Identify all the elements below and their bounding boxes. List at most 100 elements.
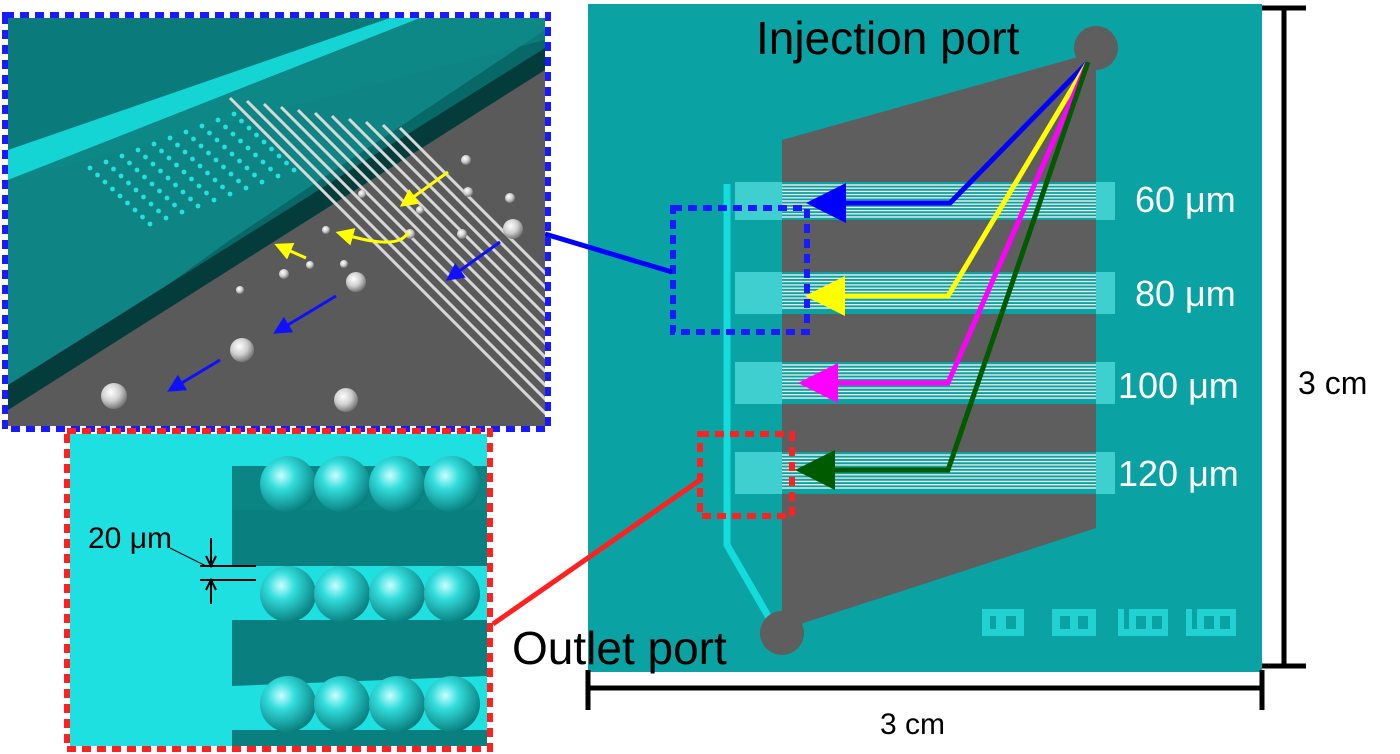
inset-trap-bead xyxy=(167,135,173,141)
inset-trap-bead xyxy=(252,172,257,178)
inset-trap-bead xyxy=(243,185,249,191)
label-gap-20: 20 μm xyxy=(88,522,172,555)
inset-trap-bead xyxy=(127,160,132,166)
inset-trap-bead xyxy=(215,117,221,123)
inset-trap-bead xyxy=(164,195,170,201)
inset-channel-stripe xyxy=(347,117,545,318)
inset-trap-bead xyxy=(269,146,274,152)
inset-trap-bead xyxy=(220,184,225,190)
inset-particles xyxy=(101,155,523,412)
inset-channel-stripe xyxy=(279,105,545,374)
inset-trap-bead xyxy=(125,200,130,206)
label-scale-horizontal: 3 cm xyxy=(880,708,945,741)
inset-trap-bead xyxy=(260,159,266,165)
inset-trap-bead xyxy=(211,197,217,203)
inset-trap-bead xyxy=(143,154,148,160)
inset-trap-bead xyxy=(284,160,289,166)
inset-trap-bead xyxy=(291,167,297,173)
inset-trap-bead xyxy=(87,165,93,171)
sorting-chamber xyxy=(782,52,1096,630)
trapped-beads xyxy=(260,456,480,732)
inset-trap-bead xyxy=(103,159,109,165)
inset-3d-view xyxy=(8,18,545,426)
inset-trap-bead xyxy=(166,155,172,161)
inset-trap-bead xyxy=(261,139,267,145)
inset-channel-stripe xyxy=(398,126,545,276)
scale-bar-horizontal xyxy=(585,670,1265,710)
inset-trap-bead xyxy=(204,190,209,196)
inset-trap-bead xyxy=(157,188,162,194)
inset-trap-bead xyxy=(221,164,226,170)
label-width-120: 120 μm xyxy=(1118,453,1239,494)
inset-trap-bead xyxy=(189,176,194,182)
blue-inset-locator xyxy=(670,205,810,335)
inset-trap-bead xyxy=(237,158,242,164)
inset-trap-bead xyxy=(133,187,139,193)
inset-trap-bead xyxy=(227,191,233,197)
inset-trap-bead xyxy=(151,141,157,147)
flow-arrow-yellow xyxy=(805,60,1091,316)
gap-dimension xyxy=(169,538,256,604)
inset-trap-bead xyxy=(142,174,147,180)
inset-trap-bead xyxy=(275,173,281,179)
inset-trap-bead xyxy=(111,166,116,172)
inset-3d-view-border xyxy=(2,12,551,432)
inset-trap-bead xyxy=(163,215,169,221)
connector-red xyxy=(491,477,702,627)
inset-trap-bead xyxy=(229,151,235,157)
injection-port xyxy=(1074,26,1118,70)
inset-trap-bead xyxy=(245,145,251,151)
inset-trap-bead xyxy=(156,208,161,214)
inset-trap-bead xyxy=(126,180,131,186)
inset-trap-bead xyxy=(188,196,193,202)
inset-trap-bead xyxy=(173,182,178,188)
inset-trap-bead xyxy=(206,150,211,156)
inset-trap-bead xyxy=(95,172,100,178)
inset-trap-bead xyxy=(239,118,244,124)
inset-trap-bead xyxy=(223,124,228,130)
inset-trap-bead xyxy=(213,157,219,163)
inset-trap-bead xyxy=(147,221,153,227)
inset-trap-bead xyxy=(149,181,155,187)
inset-trap-bead xyxy=(196,183,202,189)
inset-trap-bead xyxy=(110,186,115,192)
inset-trap-bead xyxy=(246,125,252,131)
inset-trap-bead xyxy=(165,175,171,181)
inset-trap-bead xyxy=(119,153,125,159)
inset-channel-stripe xyxy=(364,120,545,304)
inset-trap-bead xyxy=(198,143,204,149)
flow-arrow-blue xyxy=(806,60,1090,223)
inset-channel-stripe xyxy=(228,96,545,416)
inset-trap-bead xyxy=(205,170,210,176)
inset-trap-bead xyxy=(132,207,138,213)
inset-trap-bead xyxy=(230,131,236,137)
inset-trap-bead xyxy=(181,169,187,175)
label-outlet-port: Outlet port xyxy=(512,622,727,674)
inset-trap-bead xyxy=(244,165,250,171)
red-inset-locator xyxy=(697,431,795,519)
label-width-80: 80 μm xyxy=(1135,273,1236,314)
connector-blue xyxy=(544,231,673,275)
inset-trap-bead xyxy=(268,166,273,172)
chip xyxy=(588,4,1262,672)
inset-trap-bead xyxy=(207,130,212,136)
inset-trap-bead xyxy=(141,194,146,200)
inset-trap-bead xyxy=(197,163,203,169)
label-scale-vertical: 3 cm xyxy=(1298,365,1367,401)
inset-trap-bead xyxy=(238,138,243,144)
inset-trap-bead xyxy=(182,149,188,155)
inset-trap-bead xyxy=(231,111,237,117)
inset-channel-stripe xyxy=(262,102,545,388)
label-width-60: 60 μm xyxy=(1135,179,1236,220)
inset-trap-bead xyxy=(191,136,196,142)
flow-arrow-magenta xyxy=(798,61,1091,403)
inset-trap-bead xyxy=(135,147,141,153)
inset-trap-bead xyxy=(134,167,140,173)
channel-band-120 xyxy=(735,452,1115,494)
channel-band-80 xyxy=(735,272,1115,314)
inset-trap-bead xyxy=(276,153,282,159)
inset-trap-bead xyxy=(148,201,154,207)
scale-bar-vertical xyxy=(1262,5,1306,669)
inset-trap-bead xyxy=(212,177,218,183)
